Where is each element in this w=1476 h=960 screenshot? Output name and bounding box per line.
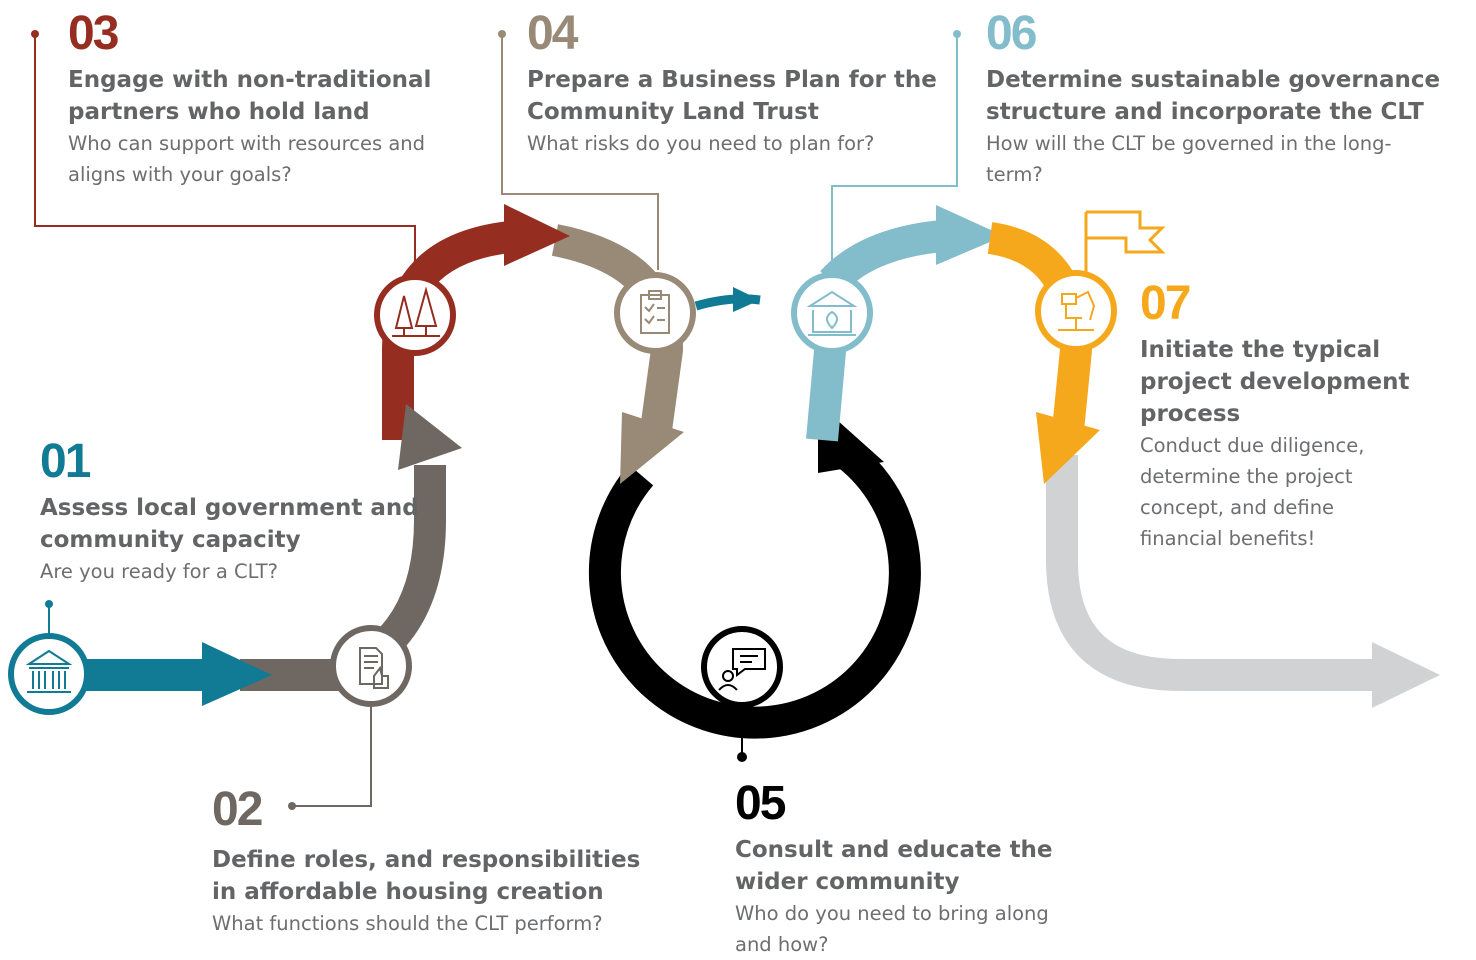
arrowhead-connector — [733, 287, 760, 312]
step-node-02 — [330, 625, 412, 707]
step-node-01 — [8, 633, 90, 715]
leader-lines — [31, 30, 961, 810]
arrowhead-07 — [1036, 412, 1100, 484]
step-subtitle: What functions should the CLT perform? — [212, 912, 603, 935]
person-chat-icon — [718, 648, 766, 691]
step-title: Engage with non-traditional partners who… — [68, 67, 432, 125]
crane-icon — [1058, 290, 1096, 331]
step-node-03 — [374, 274, 456, 356]
arrow-segment-final — [1046, 455, 1380, 691]
step-number: 02 — [212, 783, 263, 836]
leader-06 — [831, 36, 958, 272]
step-title: Initiate the typical project development… — [1140, 337, 1410, 427]
step-05: 05 Consult and educate the wider communi… — [735, 780, 1095, 960]
flag-icon — [1084, 210, 1166, 272]
leader-03 — [34, 36, 416, 275]
leader-04 — [501, 36, 659, 270]
step-node-05 — [701, 626, 783, 708]
step-04: 04 Prepare a Business Plan for the Commu… — [527, 10, 947, 159]
step-number: 05 — [735, 777, 786, 830]
step-07: 07 Initiate the typical project developm… — [1140, 280, 1460, 554]
government-building-icon — [25, 649, 73, 693]
arrowhead-04 — [620, 412, 684, 484]
document-thumbs-up-icon — [359, 647, 389, 689]
step-title: Consult and educate the wider community — [735, 837, 1053, 895]
arrow-segment-05 — [588, 442, 921, 739]
arrowhead-01 — [202, 642, 272, 706]
step-number: 01 — [40, 435, 91, 488]
step-number: 07 — [1140, 277, 1191, 330]
leader-02 — [294, 703, 372, 807]
step-03: 03 Engage with non-traditional partners … — [68, 10, 468, 190]
step-06: 06 Determine sustainable governance stru… — [986, 10, 1466, 190]
step-title: Determine sustainable governance structu… — [986, 67, 1441, 125]
building-leaf-icon — [806, 290, 858, 336]
step-node-07 — [1035, 270, 1117, 352]
step-node-04 — [614, 272, 696, 354]
step-02: 02 Define roles, and responsibilities in… — [212, 786, 672, 939]
step-subtitle: Are you ready for a CLT? — [40, 560, 279, 583]
step-subtitle: What risks do you need to plan for? — [527, 132, 875, 155]
step-subtitle: Who can support with resources and align… — [68, 132, 426, 186]
step-title: Prepare a Business Plan for the Communit… — [527, 67, 937, 125]
arrowhead-03 — [504, 204, 570, 266]
arrowhead-06 — [936, 205, 1004, 265]
step-title: Assess local government and community ca… — [40, 495, 419, 553]
step-number: 04 — [527, 7, 578, 60]
step-01: 01 Assess local government and community… — [40, 438, 440, 587]
arrowhead-02 — [398, 404, 462, 470]
step-number: 06 — [986, 7, 1037, 60]
step-title: Define roles, and responsibilities in af… — [212, 847, 641, 905]
trees-icon — [392, 286, 440, 337]
step-number: 03 — [68, 7, 119, 60]
arrowhead-final — [1372, 642, 1440, 708]
clipboard-checklist-icon — [640, 290, 670, 334]
step-subtitle: How will the CLT be governed in the long… — [986, 132, 1392, 186]
step-subtitle: Conduct due diligence, determine the pro… — [1140, 434, 1365, 550]
step-subtitle: Who do you need to bring along and how? — [735, 902, 1049, 956]
step-node-06 — [791, 272, 873, 354]
